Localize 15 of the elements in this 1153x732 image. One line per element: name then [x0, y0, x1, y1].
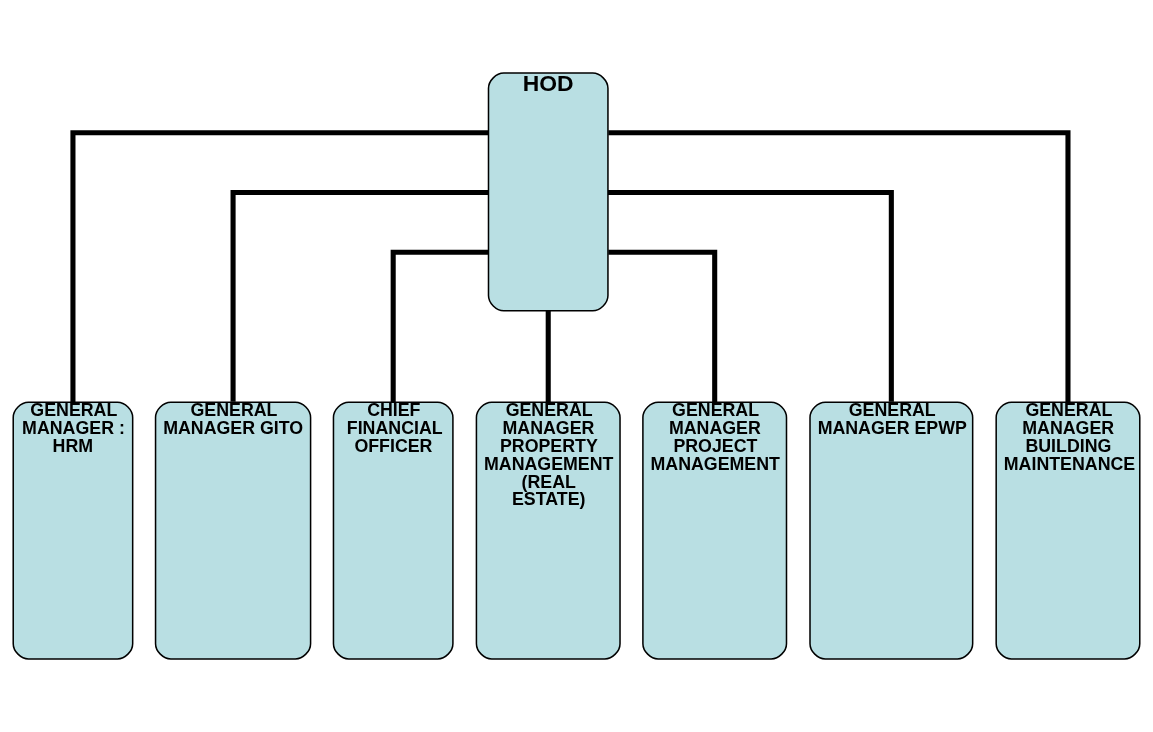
- connector: [608, 130, 1071, 402]
- node-box: GENERAL MANAGER PROJECT MANAGEMENT: [642, 401, 788, 660]
- connector: [390, 249, 489, 402]
- node-box: CHIEF FINANCIAL OFFICER: [332, 401, 454, 660]
- connector: [545, 310, 551, 403]
- node-box: GENERAL MANAGER EPWP: [809, 401, 974, 660]
- connector: [608, 249, 718, 402]
- connector: [70, 130, 489, 402]
- node-box: GENERAL MANAGER BUILDING MAINTENANCE: [995, 401, 1141, 660]
- node-box: GENERAL MANAGER PROPERTY MANAGEMENT (REAL ESTATE): [475, 401, 621, 660]
- connector: [230, 190, 489, 402]
- node-box: HOD: [487, 72, 609, 312]
- node-box: GENERAL MANAGER GITO: [154, 401, 312, 660]
- node-box: GENERAL MANAGER : HRM: [12, 401, 134, 660]
- connector: [608, 190, 894, 402]
